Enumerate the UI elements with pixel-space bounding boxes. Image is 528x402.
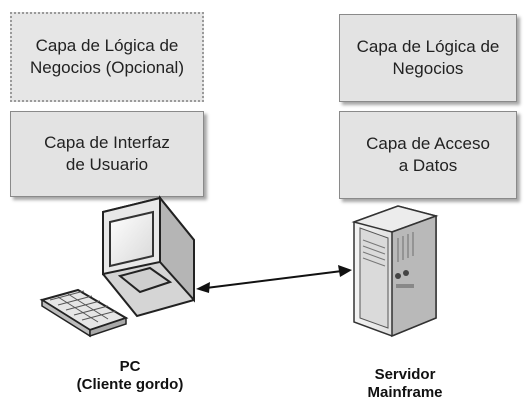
server-business-logic-label: Capa de Lógica de Negocios — [356, 37, 500, 78]
server-tower-icon — [351, 205, 439, 338]
server-data-access-layer: Capa de Acceso a Datos — [339, 111, 517, 199]
server-data-access-label: Capa de Acceso a Datos — [366, 134, 490, 175]
bidirectional-arrow-icon — [196, 265, 352, 293]
server-business-logic-layer: Capa de Lógica de Negocios — [339, 14, 517, 102]
server-caption: Servidor Mainframe — [367, 366, 443, 401]
client-caption: PC (Cliente gordo) — [76, 358, 184, 393]
client-business-logic-label: Capa de Lógica de Negocios (Opcional) — [29, 36, 184, 77]
client-user-interface-layer: Capa de Interfaz de Usuario — [10, 111, 204, 197]
client-user-interface-label: Capa de Interfaz de Usuario — [44, 133, 170, 174]
desktop-pc-icon — [39, 195, 195, 338]
client-business-logic-layer: Capa de Lógica de Negocios (Opcional) — [10, 12, 204, 102]
